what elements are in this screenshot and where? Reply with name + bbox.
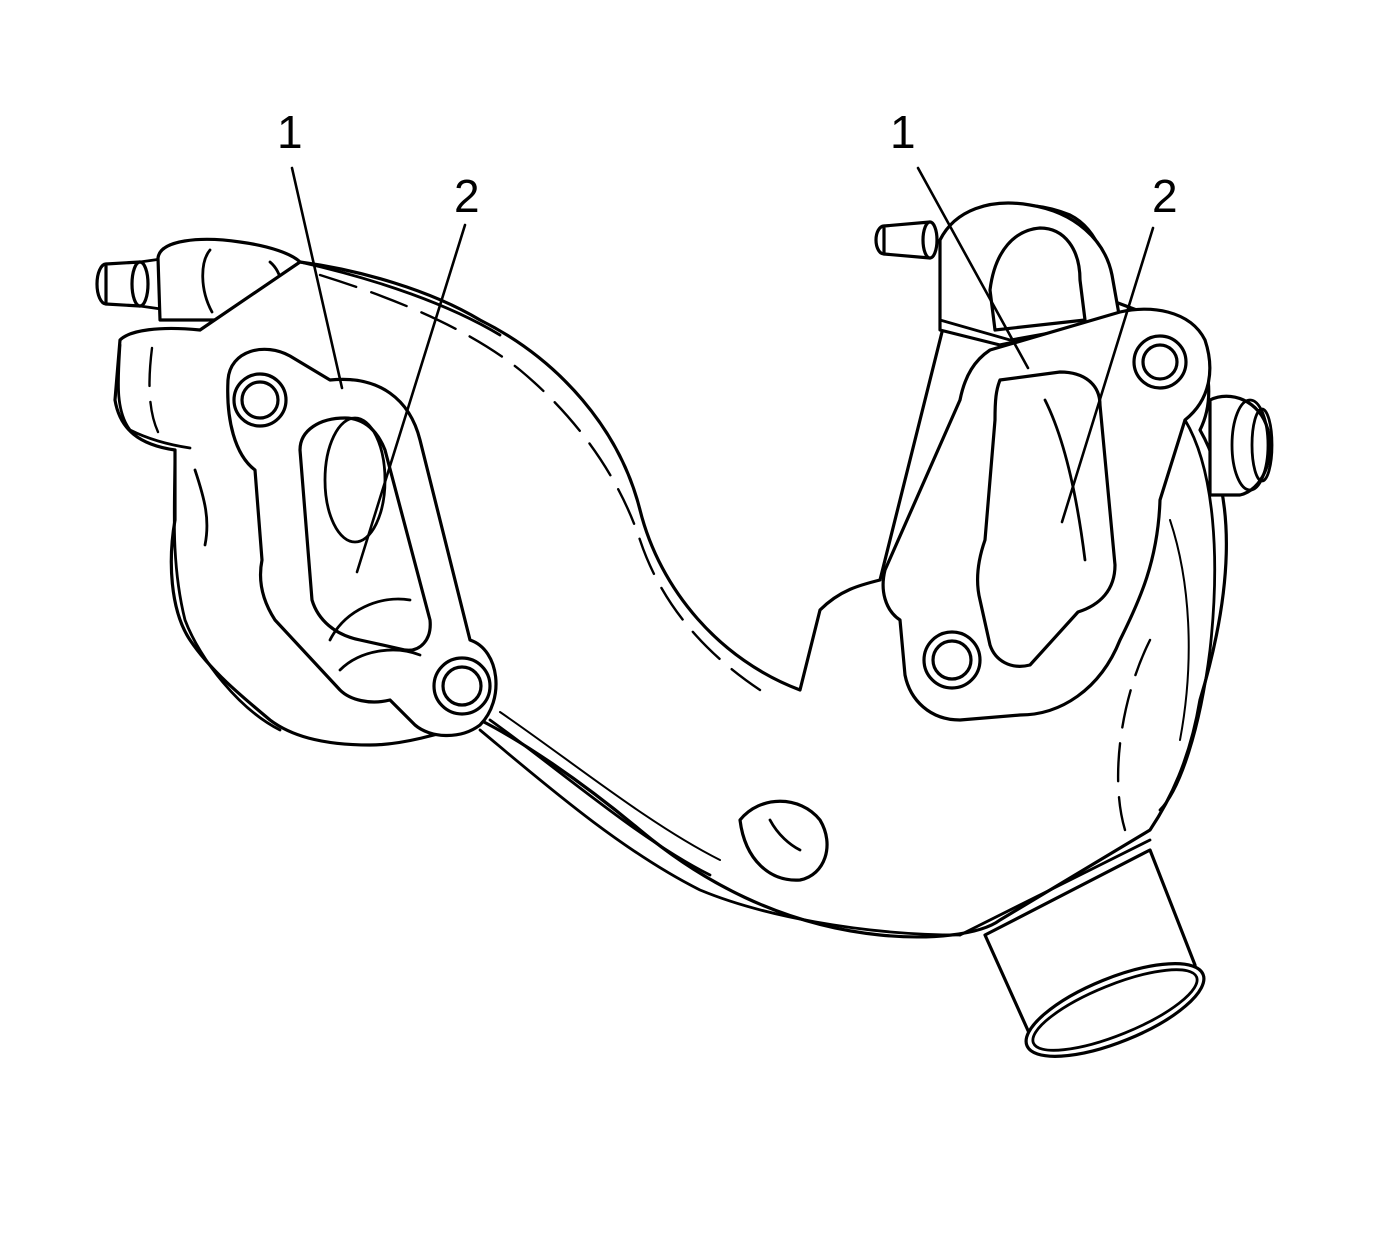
left-flange <box>226 347 498 738</box>
callout-left-1: 1 <box>277 106 303 158</box>
leader-right-1 <box>916 166 1030 370</box>
leader-left-2 <box>355 223 467 574</box>
callout-leaders <box>290 166 1155 574</box>
callout-left-2: 2 <box>454 170 480 222</box>
callout-right-1: 1 <box>890 106 916 158</box>
right-side-plug <box>1208 394 1274 497</box>
callout-right-2: 2 <box>1152 170 1178 222</box>
right-flange <box>881 307 1212 722</box>
leader-right-2 <box>1060 226 1155 524</box>
lower-body-edges <box>478 711 1152 937</box>
left-bleed-nipple <box>95 256 170 312</box>
hidden-lines <box>298 260 762 692</box>
crossover-body <box>113 203 1228 939</box>
right-upper-boss <box>938 201 1122 347</box>
leader-left-1 <box>290 166 344 390</box>
right-bleed-nipple <box>874 220 939 260</box>
left-lower-wall <box>116 343 282 732</box>
right-lower-wall <box>1116 418 1217 832</box>
outlet-pipe <box>983 848 1206 1058</box>
